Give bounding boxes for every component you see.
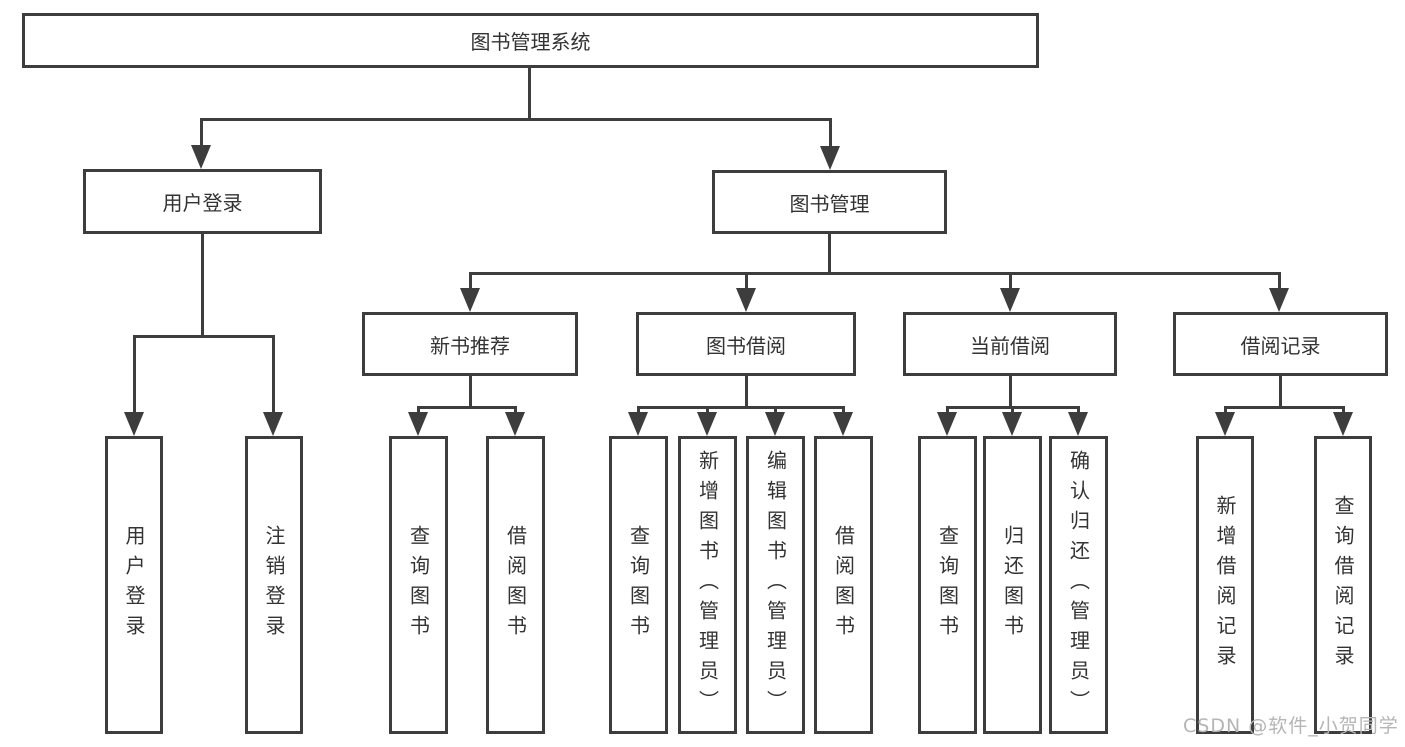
arrow-down-icon [765,412,785,436]
node-label: 借阅图书 [831,525,856,645]
arrow-down-icon [124,412,144,436]
connector-line [1342,406,1345,414]
connector-line [200,118,203,149]
node-label: 新书推荐 [430,333,510,358]
connector-line [946,406,949,414]
node-current-borrow: 当前借阅 [903,312,1117,376]
connector-line [200,118,831,121]
connector-line [829,118,832,149]
arrow-down-icon [263,412,283,436]
node-new-books: 新书推荐 [362,312,578,376]
arrow-down-icon [937,412,957,436]
node-label: 查询图书 [406,525,431,645]
node-leaf-edit-book-admin: 编辑图书（管理员） [746,436,805,734]
connector-line [1009,376,1012,406]
node-label: 新增借阅记录 [1213,495,1237,675]
connector-line [745,272,748,290]
node-leaf-query-borrow-record: 查询借阅记录 [1314,436,1372,734]
node-label: 借阅记录 [1240,333,1321,358]
node-label: 图书借阅 [706,333,786,358]
watermark: CSDN @软件_小贺同学 [1183,715,1399,737]
connector-line [1224,406,1344,409]
node-leaf-query-books-current: 查询图书 [918,436,977,734]
node-leaf-add-book-admin: 新增图书（管理员） [678,436,737,734]
connector-line [272,335,275,414]
node-leaf-query-books-recommend: 查询图书 [389,436,448,734]
node-book-borrow: 图书借阅 [636,312,856,376]
arrow-down-icon [1002,412,1022,436]
node-label: 当前借阅 [970,333,1050,358]
connector-line [1278,272,1281,290]
connector-line [1279,376,1282,406]
arrow-down-icon [736,288,756,312]
connector-line [469,376,472,406]
connector-line [637,406,640,414]
node-leaf-add-borrow-record: 新增借阅记录 [1196,436,1254,734]
arrow-down-icon [628,412,648,436]
connector-line [1077,406,1080,414]
node-label: 图书管理 [789,191,870,216]
node-label: 借阅图书 [503,525,528,645]
node-label: 查询图书 [935,525,960,645]
node-label: 编辑图书（管理员） [763,450,788,720]
arrow-down-icon [1068,412,1088,436]
connector-line [774,406,777,414]
node-label: 确认归还（管理员） [1066,450,1091,720]
arrow-down-icon [408,412,428,436]
node-label: 用户登录 [162,191,243,215]
connector-line [417,406,420,414]
arrow-down-icon [1269,288,1289,312]
connector-line [133,335,136,414]
connector-line [201,234,204,337]
node-leaf-borrow-books-recommend: 借阅图书 [486,436,545,734]
arrow-down-icon [1215,412,1235,436]
connector-line [469,272,472,290]
node-user-login: 用户登录 [83,169,322,234]
arrow-down-icon [697,412,717,436]
connector-line [514,406,517,414]
arrow-down-icon [820,146,840,170]
connector-line [528,68,531,120]
connector-line [637,406,845,409]
node-label: 查询借阅记录 [1331,495,1355,675]
connector-line [469,272,1281,275]
connector-line [1011,406,1014,414]
node-leaf-return-book: 归还图书 [983,436,1042,734]
node-borrow-records: 借阅记录 [1173,312,1388,376]
node-label: 归还图书 [1000,525,1025,645]
connector-line [1009,272,1012,290]
connector-line [745,376,748,406]
connector-line [828,234,831,275]
node-label: 查询图书 [626,525,651,645]
connector-line [1224,406,1227,414]
node-leaf-user-login: 用户登录 [105,436,163,734]
arrow-down-icon [1000,288,1020,312]
node-leaf-logout: 注销登录 [245,436,303,734]
node-label: 用户登录 [122,525,146,645]
connector-line [133,335,275,338]
node-label: 注销登录 [262,525,286,645]
node-leaf-query-books-borrow: 查询图书 [609,436,668,734]
node-label: 图书管理系统 [470,30,591,54]
node-leaf-borrow-books: 借阅图书 [814,436,873,734]
arrow-down-icon [833,412,853,436]
node-leaf-confirm-return-admin: 确认归还（管理员） [1049,436,1108,734]
arrow-down-icon [460,288,480,312]
connector-line [706,406,709,414]
node-root: 图书管理系统 [22,13,1039,68]
connector-line [842,406,845,414]
node-book-mgmt: 图书管理 [712,170,947,234]
arrow-down-icon [505,412,525,436]
connector-line [417,406,517,409]
node-label: 新增图书（管理员） [695,450,720,720]
arrow-down-icon [191,145,211,169]
arrow-down-icon [1333,412,1353,436]
